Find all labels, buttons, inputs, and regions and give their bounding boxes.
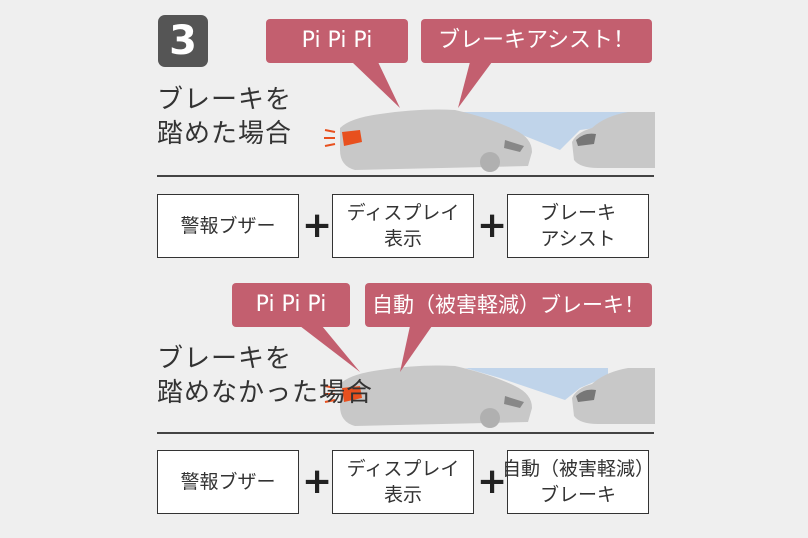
step-label: 警報ブザー (180, 471, 276, 493)
divider-line (157, 175, 654, 177)
step-label: 表示 (383, 228, 422, 250)
scenario-2-cars (324, 365, 655, 428)
heading-line: ブレーキを (157, 85, 293, 115)
plus-sign: + (477, 461, 508, 502)
rear-car-wheel (480, 152, 500, 172)
step-brake-assist: ブレーキ アシスト (507, 194, 649, 258)
divider-line (157, 432, 654, 434)
front-car-icon (572, 368, 655, 424)
scenario-1-heading: ブレーキを 踏めた場合 (157, 83, 327, 151)
step-label: ディスプレイ (346, 202, 460, 224)
bubble-tail (400, 326, 432, 372)
auto-brake-bubble: 自動（被害軽減）ブレーキ！ (365, 283, 652, 327)
step-label: ディスプレイ (346, 458, 460, 480)
rear-car-headlight (504, 140, 524, 152)
sensor-beam-icon (465, 368, 608, 400)
step-number-badge: 3 (158, 15, 208, 67)
front-car-detail (576, 133, 596, 146)
heading-line: ブレーキを (157, 344, 293, 374)
step-display: ディスプレイ 表示 (332, 450, 474, 514)
taillight-icon (342, 386, 362, 402)
front-car-icon (572, 112, 655, 168)
taillight-glow-lines (324, 385, 336, 403)
scenario-1-cars (324, 109, 655, 172)
step-label: 表示 (383, 484, 422, 506)
heading-line: 踏めなかった場合 (157, 378, 374, 408)
rear-car-wheel (480, 408, 500, 428)
taillight-icon (342, 130, 362, 146)
step-label: 警報ブザー (180, 215, 276, 237)
plus-sign: + (302, 461, 333, 502)
beep-bubble: Pi Pi Pi (232, 283, 350, 327)
front-car-detail (576, 389, 596, 402)
step-label: ブレーキ (539, 484, 616, 506)
heading-line: 踏めた場合 (157, 119, 293, 149)
bubble-tail (352, 62, 400, 108)
step-label: 自動（被害軽減） (502, 458, 655, 480)
taillight-glow-lines (324, 129, 336, 147)
brake-assist-bubble: ブレーキアシスト！ (421, 19, 652, 63)
bubble-tail (300, 326, 360, 372)
step-warning-buzzer: 警報ブザー (157, 450, 299, 514)
beep-bubble: Pi Pi Pi (266, 19, 408, 63)
step-auto-brake: 自動（被害軽減） ブレーキ (502, 450, 654, 514)
scenario-2-heading: ブレーキを 踏めなかった場合 (157, 342, 374, 410)
step-warning-buzzer: 警報ブザー (157, 194, 299, 258)
bubble-tail (458, 62, 492, 108)
rear-car-headlight (504, 396, 524, 408)
step-label: アシスト (540, 228, 616, 250)
step-display: ディスプレイ 表示 (332, 194, 474, 258)
step-label: ブレーキ (539, 202, 616, 224)
plus-sign: + (477, 205, 508, 246)
plus-sign: + (302, 205, 333, 246)
